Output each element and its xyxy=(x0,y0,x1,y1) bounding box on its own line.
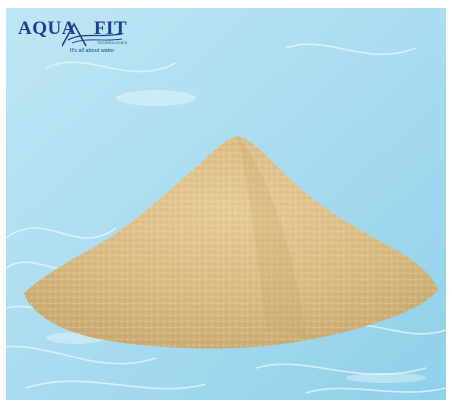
brand-tagline: It's all about water xyxy=(70,48,115,54)
brand-name-right: FIT xyxy=(93,18,128,39)
brand-subline: TECHNOLOGIES xyxy=(97,41,128,45)
wave-swoosh-icon xyxy=(62,22,123,47)
brand-name-left: AQUA xyxy=(18,18,76,39)
product-photo xyxy=(6,8,446,400)
aquafit-logo: AQUA FIT TECHNOLOGIES It's all about wate… xyxy=(18,18,148,64)
brand-wordmark: AQUA FIT xyxy=(18,18,127,40)
resin-pile-image xyxy=(6,8,446,400)
